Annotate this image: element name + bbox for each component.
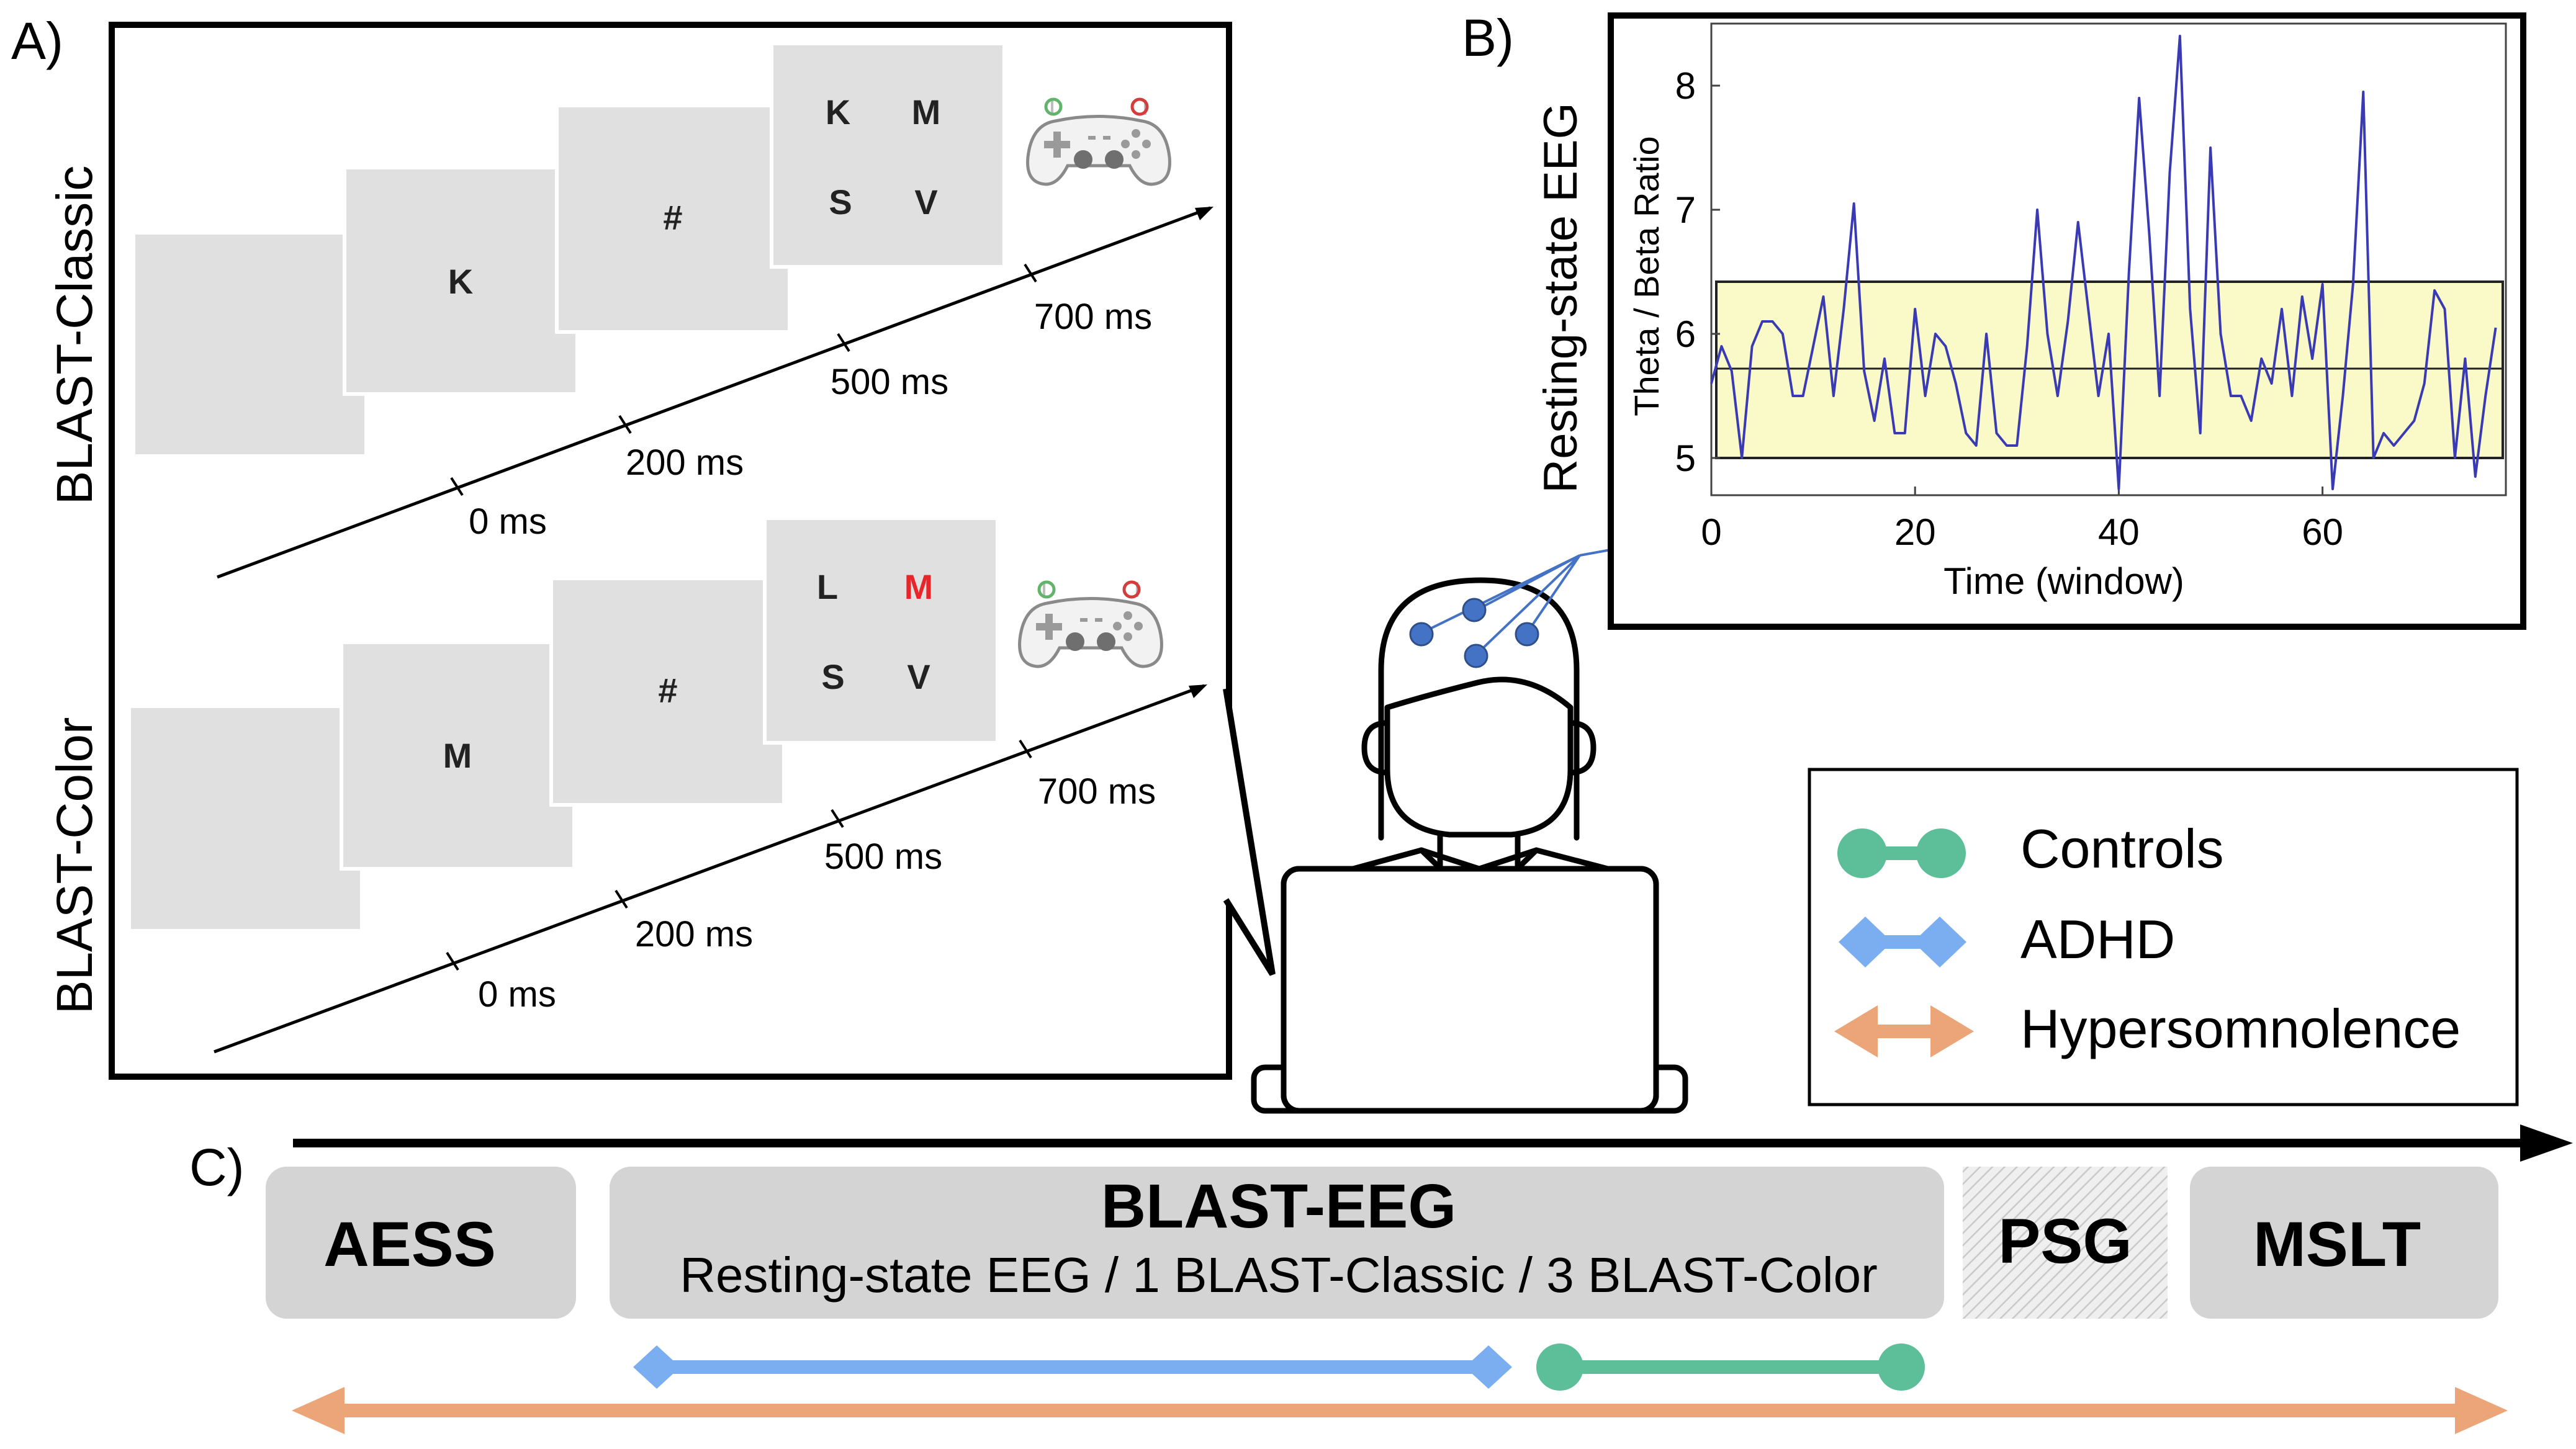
color-mask-screen: [549, 576, 786, 807]
color-timeline-arrowhead: [1189, 684, 1207, 698]
controls-range-bar: [1536, 1344, 1925, 1391]
eeg-chart: 0 20 40 60 5 6 7 8 Theta / Beta Ratio Time (win…: [1627, 22, 2507, 602]
legend-adhd-marker-icon: [1839, 917, 1966, 967]
classic-time-label: 500 ms: [831, 362, 948, 402]
chart-series-line: [1710, 35, 2497, 490]
classic-tick: [1024, 263, 1037, 283]
blast-eeg-subtitle: Resting-state EEG / 1 BLAST-Classic / 3 …: [680, 1247, 1878, 1303]
chart-normal-range-band: [1715, 280, 2504, 459]
classic-stimulus-letter: K: [448, 262, 473, 301]
color-mask-symbol: #: [658, 671, 677, 710]
color-probe-letter: V: [907, 657, 930, 696]
chart-y-tick-label: 5: [1675, 437, 1696, 479]
color-tick: [1019, 739, 1032, 759]
panel-c-label: C): [189, 1138, 245, 1196]
color-stimulus-screen: [340, 640, 576, 871]
hair-outline: [1378, 577, 1580, 841]
classic-blank-screen: [132, 231, 368, 458]
classic-time-label: 200 ms: [626, 442, 744, 483]
hypersomnolence-range-bar: [292, 1387, 2508, 1434]
color-stimulus-letter: M: [443, 736, 472, 775]
chart-ticks: 0 20 40 60 5 6 7 8: [1675, 65, 2343, 553]
classic-tick: [837, 333, 850, 352]
electrode-icon: [1515, 622, 1539, 647]
classic-time-label: 0 ms: [469, 501, 547, 542]
aess-box: [266, 1167, 576, 1319]
timeline-arrowhead: [2520, 1124, 2573, 1162]
color-time-label: 500 ms: [824, 837, 942, 877]
participant-illustration: [1251, 577, 1688, 1114]
color-green-button-icon: [1037, 580, 1056, 599]
chart-x-axis-label: Time (window): [1943, 560, 2184, 602]
right-ear: [1567, 720, 1596, 776]
left-ear: [1361, 720, 1390, 776]
blast-eeg-box: [610, 1167, 1944, 1319]
classic-probe-letter: M: [912, 92, 941, 132]
classic-green-button-icon: [1044, 97, 1063, 116]
classic-probe-letter: S: [829, 182, 852, 222]
head-outline: [1384, 676, 1574, 838]
legend-hypersomnolence-label: Hypersomnolence: [2020, 998, 2461, 1059]
chart-y-tick-label: 7: [1675, 189, 1696, 231]
classic-timeline-arrow: [217, 206, 1211, 579]
color-timeline-arrow: [214, 684, 1205, 1054]
color-blank-screen: [127, 704, 364, 933]
classic-stimulus-screen: [343, 166, 579, 396]
panel-b-side-title: Resting-state EEG: [1534, 102, 1587, 493]
classic-probe-letter: K: [826, 92, 850, 132]
color-probe-target-letter: M: [904, 567, 934, 606]
electrode-icon: [1464, 644, 1488, 668]
chart-x-tick-label: 40: [2098, 511, 2140, 553]
panel-a-label: A): [11, 12, 63, 70]
mslt-label: MSLT: [2253, 1209, 2421, 1280]
eeg-electrodes: [1409, 534, 1618, 668]
color-probe-letter: L: [817, 567, 838, 606]
laptop-lid: [1281, 866, 1659, 1114]
legend-adhd-label: ADHD: [2020, 908, 2175, 970]
panel-b-label: B): [1462, 9, 1514, 67]
classic-timeline-arrowhead: [1195, 207, 1214, 220]
color-tick: [615, 889, 628, 909]
classic-probe-letter: V: [914, 182, 937, 222]
callout-pointer-outline: [1223, 688, 1276, 976]
adhd-range-bar: [633, 1345, 1512, 1389]
classic-title: BLAST-Classic: [47, 166, 103, 505]
electrode-icon: [1409, 622, 1434, 647]
chart-y-axis-label: Theta / Beta Ratio: [1627, 136, 1666, 416]
color-title: BLAST-Color: [47, 717, 103, 1015]
chart-y-tick-label: 8: [1675, 65, 1696, 107]
aess-label: AESS: [323, 1209, 496, 1280]
chart-x-tick-label: 60: [2302, 511, 2343, 553]
electrode-icon: [1462, 598, 1487, 622]
color-time-label: 200 ms: [635, 914, 753, 954]
psg-label: PSG: [1998, 1206, 2132, 1276]
color-time-label: 0 ms: [478, 974, 556, 1015]
chart-y-tick-label: 6: [1675, 313, 1696, 355]
color-tick: [831, 809, 844, 828]
color-red-button-icon: [1122, 580, 1141, 599]
classic-mask-symbol: #: [663, 198, 682, 237]
mslt-box: [2190, 1167, 2498, 1319]
legend-controls-label: Controls: [2020, 818, 2224, 879]
classic-red-button-icon: [1130, 97, 1149, 116]
classic-sequence: K # K M S V 0 ms 200 ms 500 ms 700 ms: [132, 42, 1214, 579]
chart-x-tick-label: 0: [1701, 511, 1721, 553]
classic-probe-screen: [770, 42, 1006, 269]
color-tick: [446, 951, 459, 971]
classic-time-label: 700 ms: [1034, 297, 1152, 337]
color-sequence: M # L M S V 0 ms 200 ms 500 ms 700 ms: [127, 516, 1207, 1054]
blast-eeg-title: BLAST-EEG: [1101, 1172, 1456, 1241]
chart-x-tick-label: 20: [1894, 511, 1936, 553]
legend-controls-marker-icon: [1837, 828, 1966, 878]
classic-tick: [450, 477, 464, 496]
color-time-label: 700 ms: [1038, 771, 1156, 812]
neck: [1437, 832, 1521, 869]
legend-hypersomnolence-marker-icon: [1834, 1005, 1974, 1057]
color-probe-screen: [763, 516, 999, 745]
classic-mask-screen: [555, 104, 791, 334]
classic-tick: [618, 415, 632, 434]
psg-box: [1963, 1167, 2168, 1319]
color-probe-letter: S: [821, 657, 844, 696]
